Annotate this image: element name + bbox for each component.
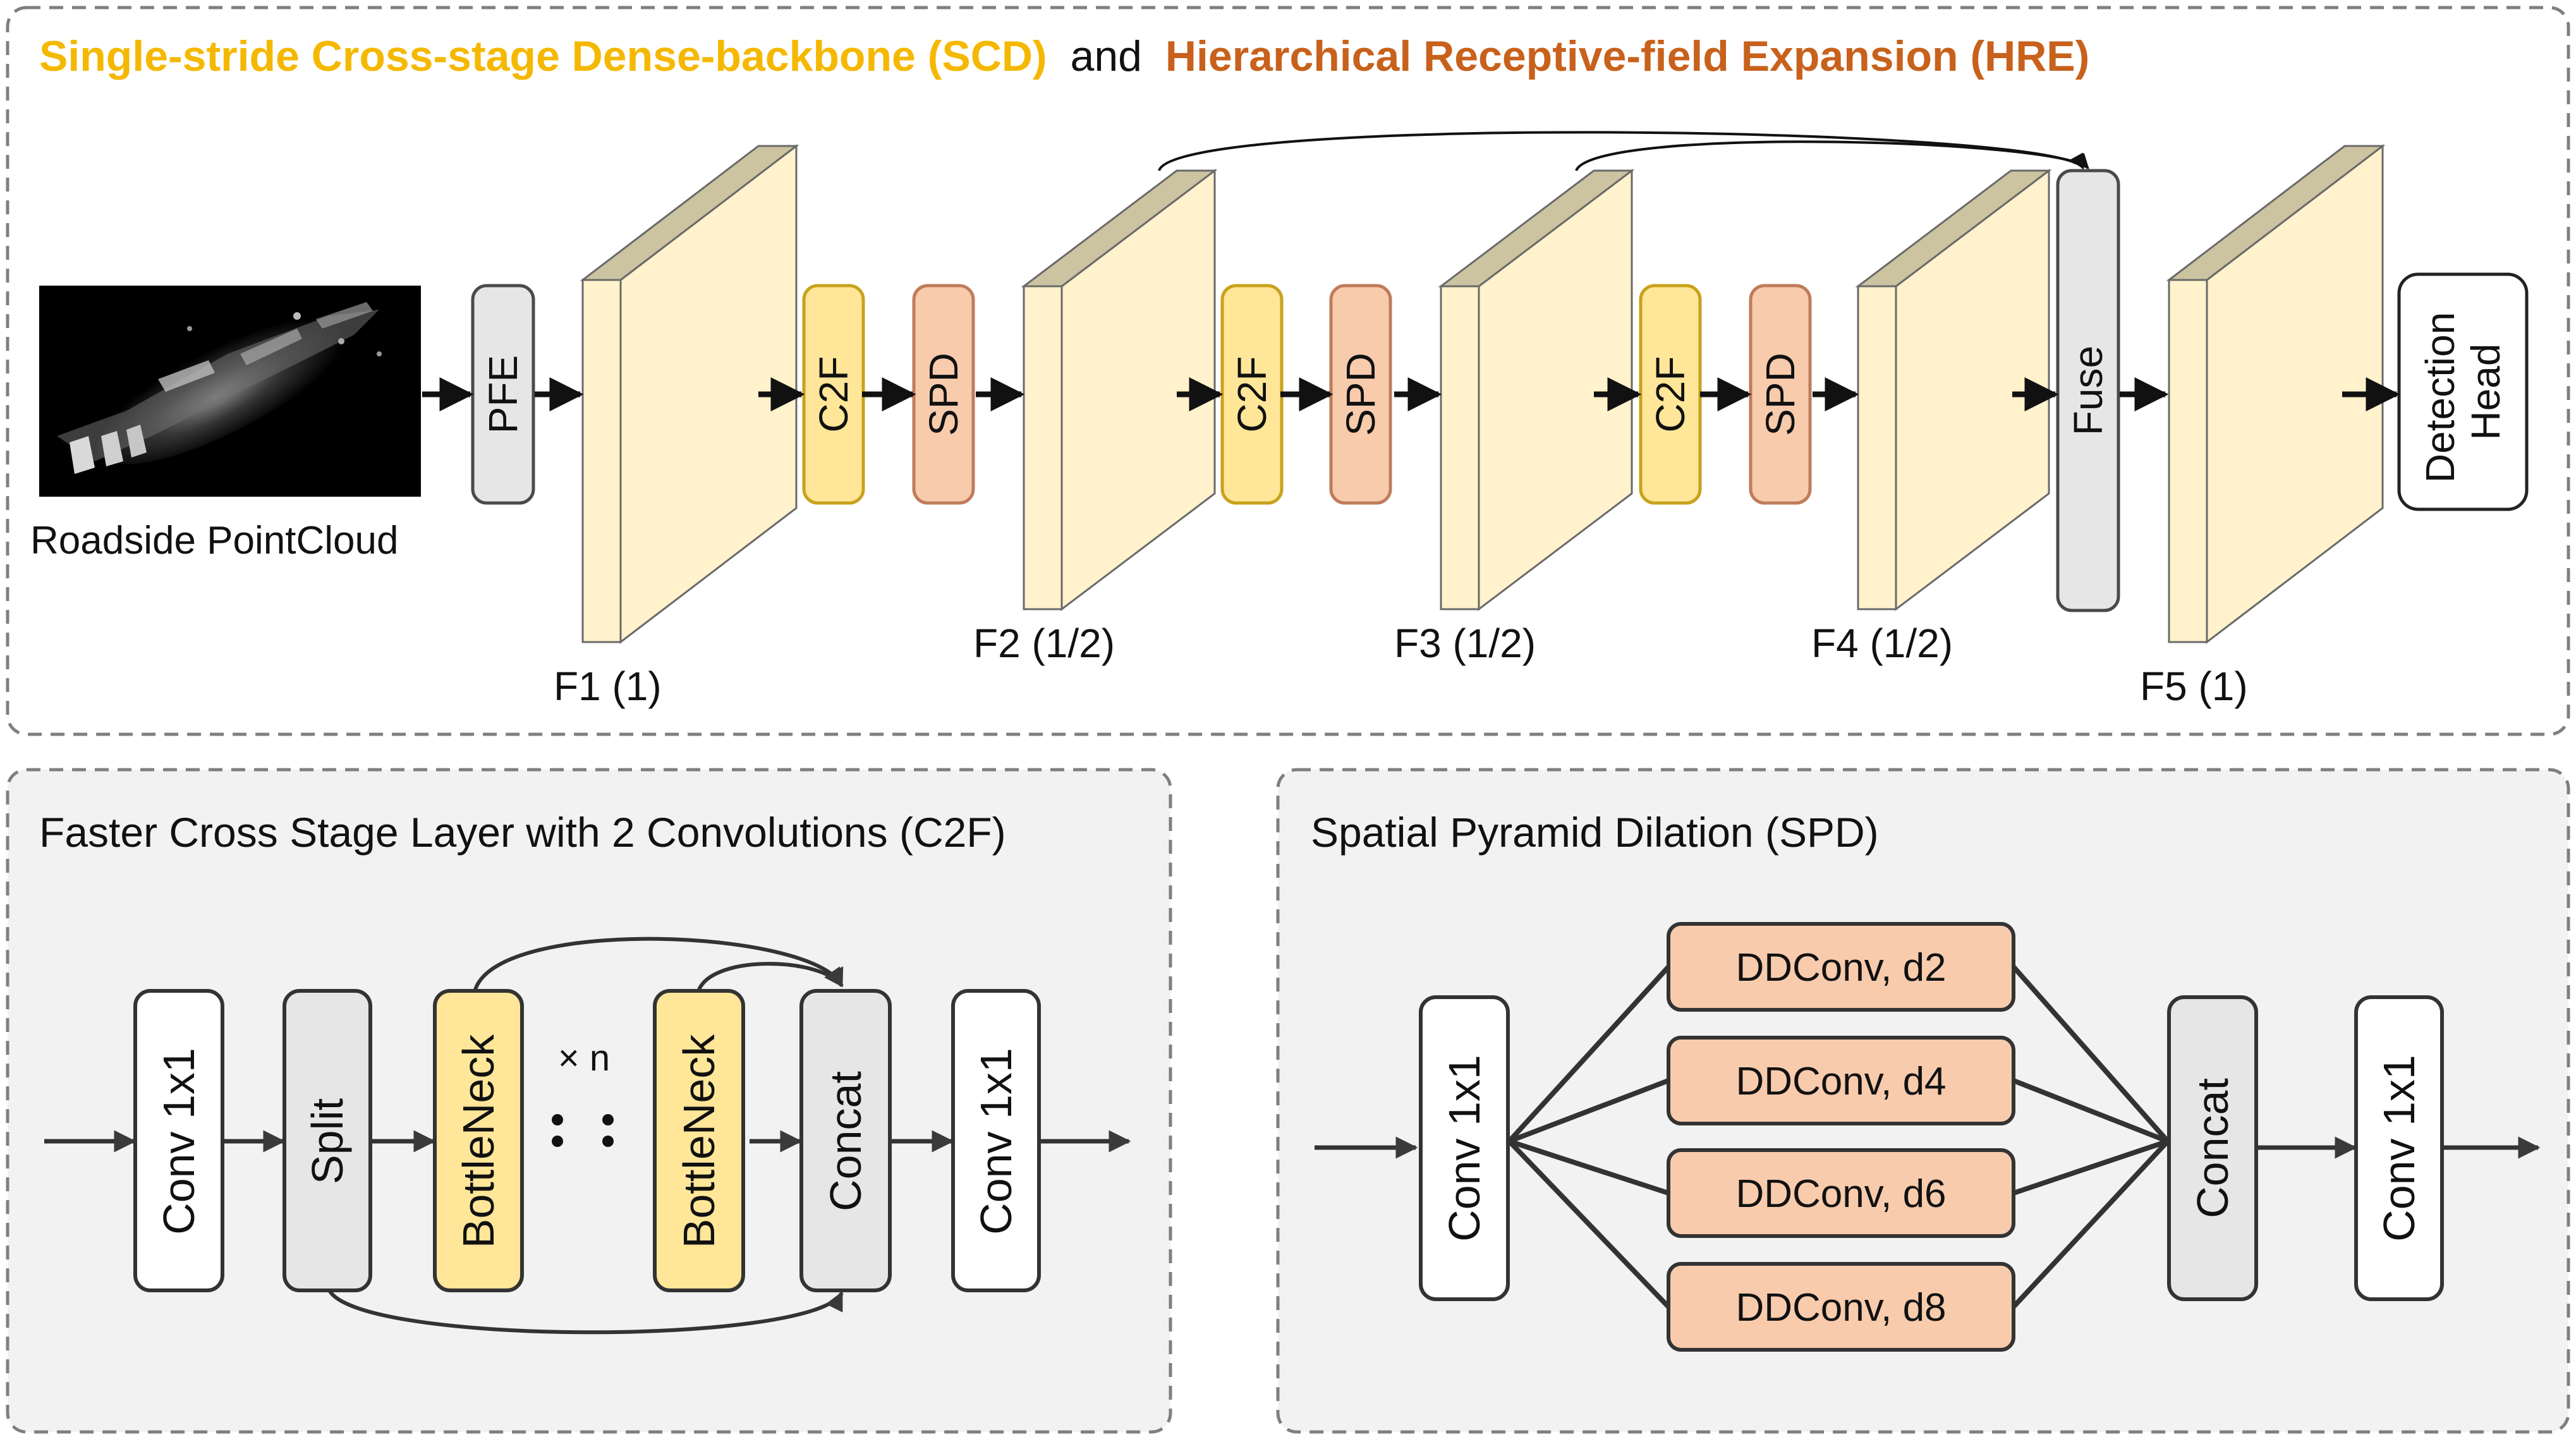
feature-map-f5	[2166, 143, 2386, 645]
detection-head-line2: Head	[2463, 344, 2508, 440]
feature-label-f5: F5 (1)	[2140, 664, 2248, 709]
spd-branch-2-label: DDConv, d4	[1735, 1060, 1946, 1103]
spd-conv-out-block	[2354, 995, 2444, 1301]
top-c2f-label-3: C2F	[1648, 356, 1693, 433]
feature-label-f1: F1 (1)	[554, 664, 662, 709]
c2f-curves	[327, 937, 844, 1335]
c2f-split-block	[283, 989, 372, 1292]
input-caption: Roadside PointCloud	[30, 519, 399, 562]
c2f-bottleneck-1	[433, 989, 524, 1292]
feature-map-f4	[1855, 168, 2052, 612]
c2f-concat-block	[799, 989, 892, 1292]
spd-concat-block	[2167, 995, 2258, 1301]
c2f-bottleneck-n	[653, 989, 745, 1292]
c2f-panel-title: Faster Cross Stage Layer with 2 Convolut…	[39, 809, 1006, 856]
spd-concat-label: Concat	[2188, 1078, 2237, 1218]
spd-conv-in-label: Conv 1x1	[1440, 1055, 1489, 1242]
feature-label-f2: F2 (1/2)	[973, 621, 1115, 666]
title-hre: Hierarchical Receptive-field Expansion (…	[1165, 32, 2089, 80]
spd-conv-in-block	[1419, 995, 1510, 1301]
spd-branch-2: DDConv, d4	[1667, 1036, 2015, 1125]
spd-branch-1-label: DDConv, d2	[1735, 946, 1946, 990]
spd-branch-3: DDConv, d6	[1667, 1148, 2015, 1238]
top-spd-label-1: SPD	[921, 353, 966, 436]
c2f-conv-in-block	[133, 989, 224, 1292]
c2f-ellipsis-dots	[552, 1114, 614, 1147]
spd-panel-title: Spatial Pyramid Dilation (SPD)	[1311, 809, 1879, 856]
c2f-conv-out-block	[951, 989, 1041, 1292]
fuse-label: Fuse	[2065, 346, 2111, 435]
title-and: and	[1071, 32, 1142, 80]
top-c2f-label-1: C2F	[811, 356, 856, 433]
top-spd-label-2: SPD	[1338, 353, 1383, 436]
feature-map-f2	[1021, 168, 1218, 612]
spd-branch-4-label: DDConv, d8	[1735, 1286, 1946, 1330]
detection-head-label: Detection Head	[2417, 301, 2508, 483]
title-scd: Single-stride Cross-stage Dense-backbone…	[39, 32, 1047, 80]
spd-conv-out-label: Conv 1x1	[2374, 1055, 2424, 1242]
detection-head-line1: Detection	[2417, 312, 2463, 483]
c2f-bottleneck-n-label: BottleNeck	[674, 1034, 724, 1248]
spd-branch-3-label: DDConv, d6	[1735, 1172, 1946, 1216]
c2f-split-label: Split	[303, 1098, 352, 1184]
feature-label-f4: F4 (1/2)	[1811, 621, 1953, 666]
feature-map-f1	[580, 143, 799, 645]
feature-label-f3: F3 (1/2)	[1394, 621, 1536, 666]
spd-fan-lines	[1507, 965, 2170, 1309]
c2f-concat-label: Concat	[821, 1071, 870, 1211]
feature-map-f3	[1438, 168, 1635, 612]
spd-branch-4: DDConv, d8	[1667, 1262, 2015, 1352]
c2f-repeat-label: × n	[558, 1038, 610, 1079]
spd-branch-1: DDConv, d2	[1667, 922, 2015, 1012]
pfe-label: PFE	[480, 355, 526, 434]
skip-connections	[1158, 131, 2089, 171]
c2f-bottleneck-1-label: BottleNeck	[454, 1034, 503, 1248]
top-spd-label-3: SPD	[1758, 353, 1803, 436]
pointcloud-image	[39, 286, 421, 497]
top-c2f-label-2: C2F	[1229, 356, 1275, 433]
c2f-conv-out-label: Conv 1x1	[971, 1048, 1021, 1235]
c2f-conv-in-label: Conv 1x1	[154, 1048, 204, 1235]
panel-title: Single-stride Cross-stage Dense-backbone…	[39, 32, 2089, 80]
